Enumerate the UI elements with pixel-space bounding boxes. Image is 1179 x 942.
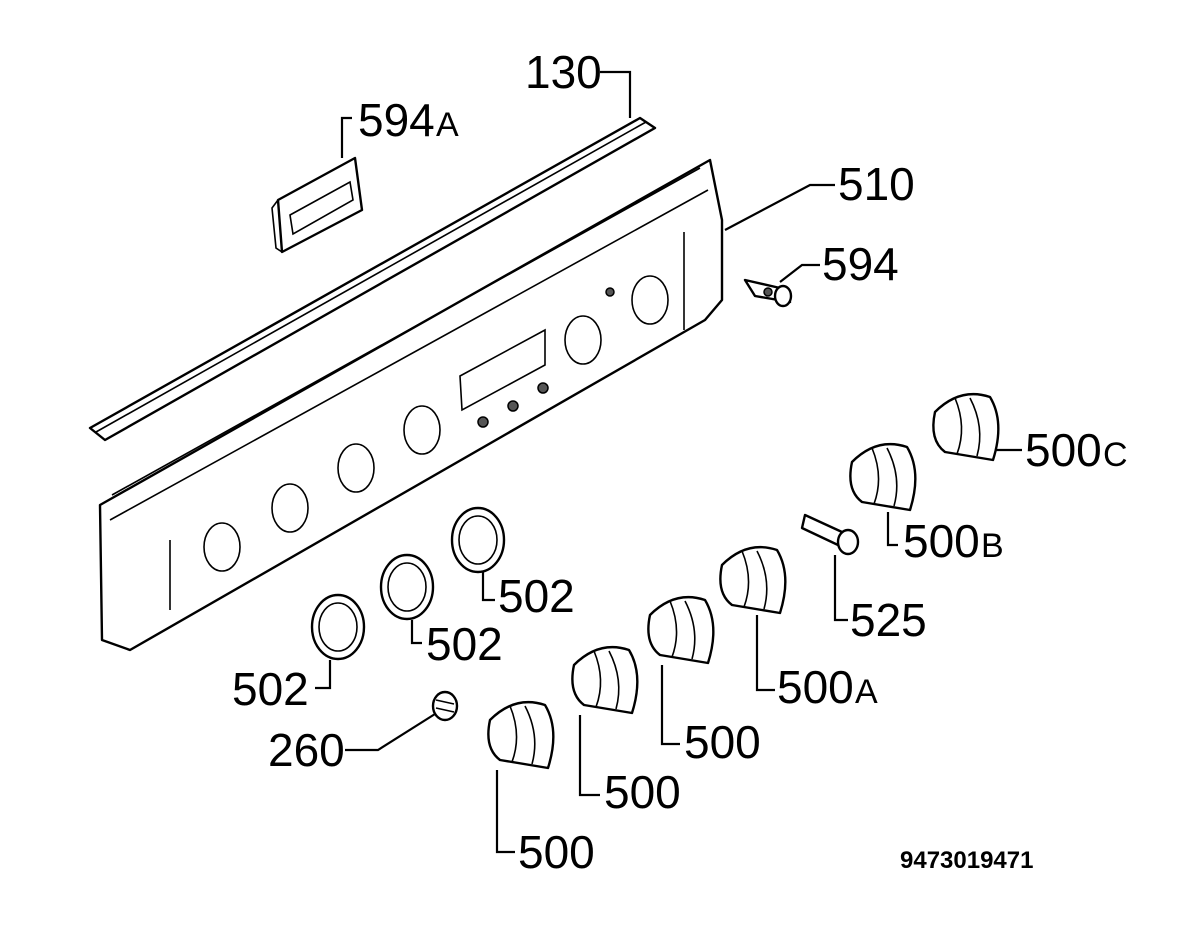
label-594: 594 (822, 238, 899, 290)
bezel-ring-part (450, 506, 506, 574)
drawing-number: 9473019471 (900, 847, 1033, 874)
label-130: 130 (525, 46, 602, 98)
label-500c-suffix: C (1103, 436, 1128, 474)
label-502: 502 (498, 570, 575, 622)
label-594a-suffix: A (436, 106, 459, 144)
label-500b-number: 500 (903, 515, 980, 567)
label-500a-number: 500 (777, 661, 854, 713)
spring-part (431, 690, 459, 722)
label-502: 502 (232, 663, 309, 715)
label-525: 525 (850, 594, 927, 646)
label-500b-suffix: B (981, 527, 1004, 565)
label-502: 502 (426, 618, 503, 670)
control-panel-part (98, 158, 724, 652)
bracket-part (271, 156, 364, 254)
knob-part (571, 645, 639, 715)
knob-part (647, 595, 715, 665)
indicator-light-part (743, 278, 793, 308)
bezel-ring-part (310, 593, 366, 661)
bezel-ring-part (379, 553, 435, 621)
label-594a-number: 594 (358, 94, 435, 146)
label-500a-suffix: A (855, 673, 878, 711)
label-500: 500 (684, 716, 761, 768)
knob-part (849, 442, 917, 512)
label-500: 500 (604, 766, 681, 818)
label-510: 510 (838, 158, 915, 210)
label-500: 500 (518, 826, 595, 878)
label-260: 260 (268, 724, 345, 776)
leader-lines (315, 70, 1022, 854)
knob-part (487, 700, 555, 770)
label-500c-number: 500 (1025, 424, 1102, 476)
knob-part (719, 545, 787, 615)
seal-strip-part (88, 116, 657, 442)
push-button-part (800, 513, 860, 556)
knob-part (932, 392, 1000, 462)
